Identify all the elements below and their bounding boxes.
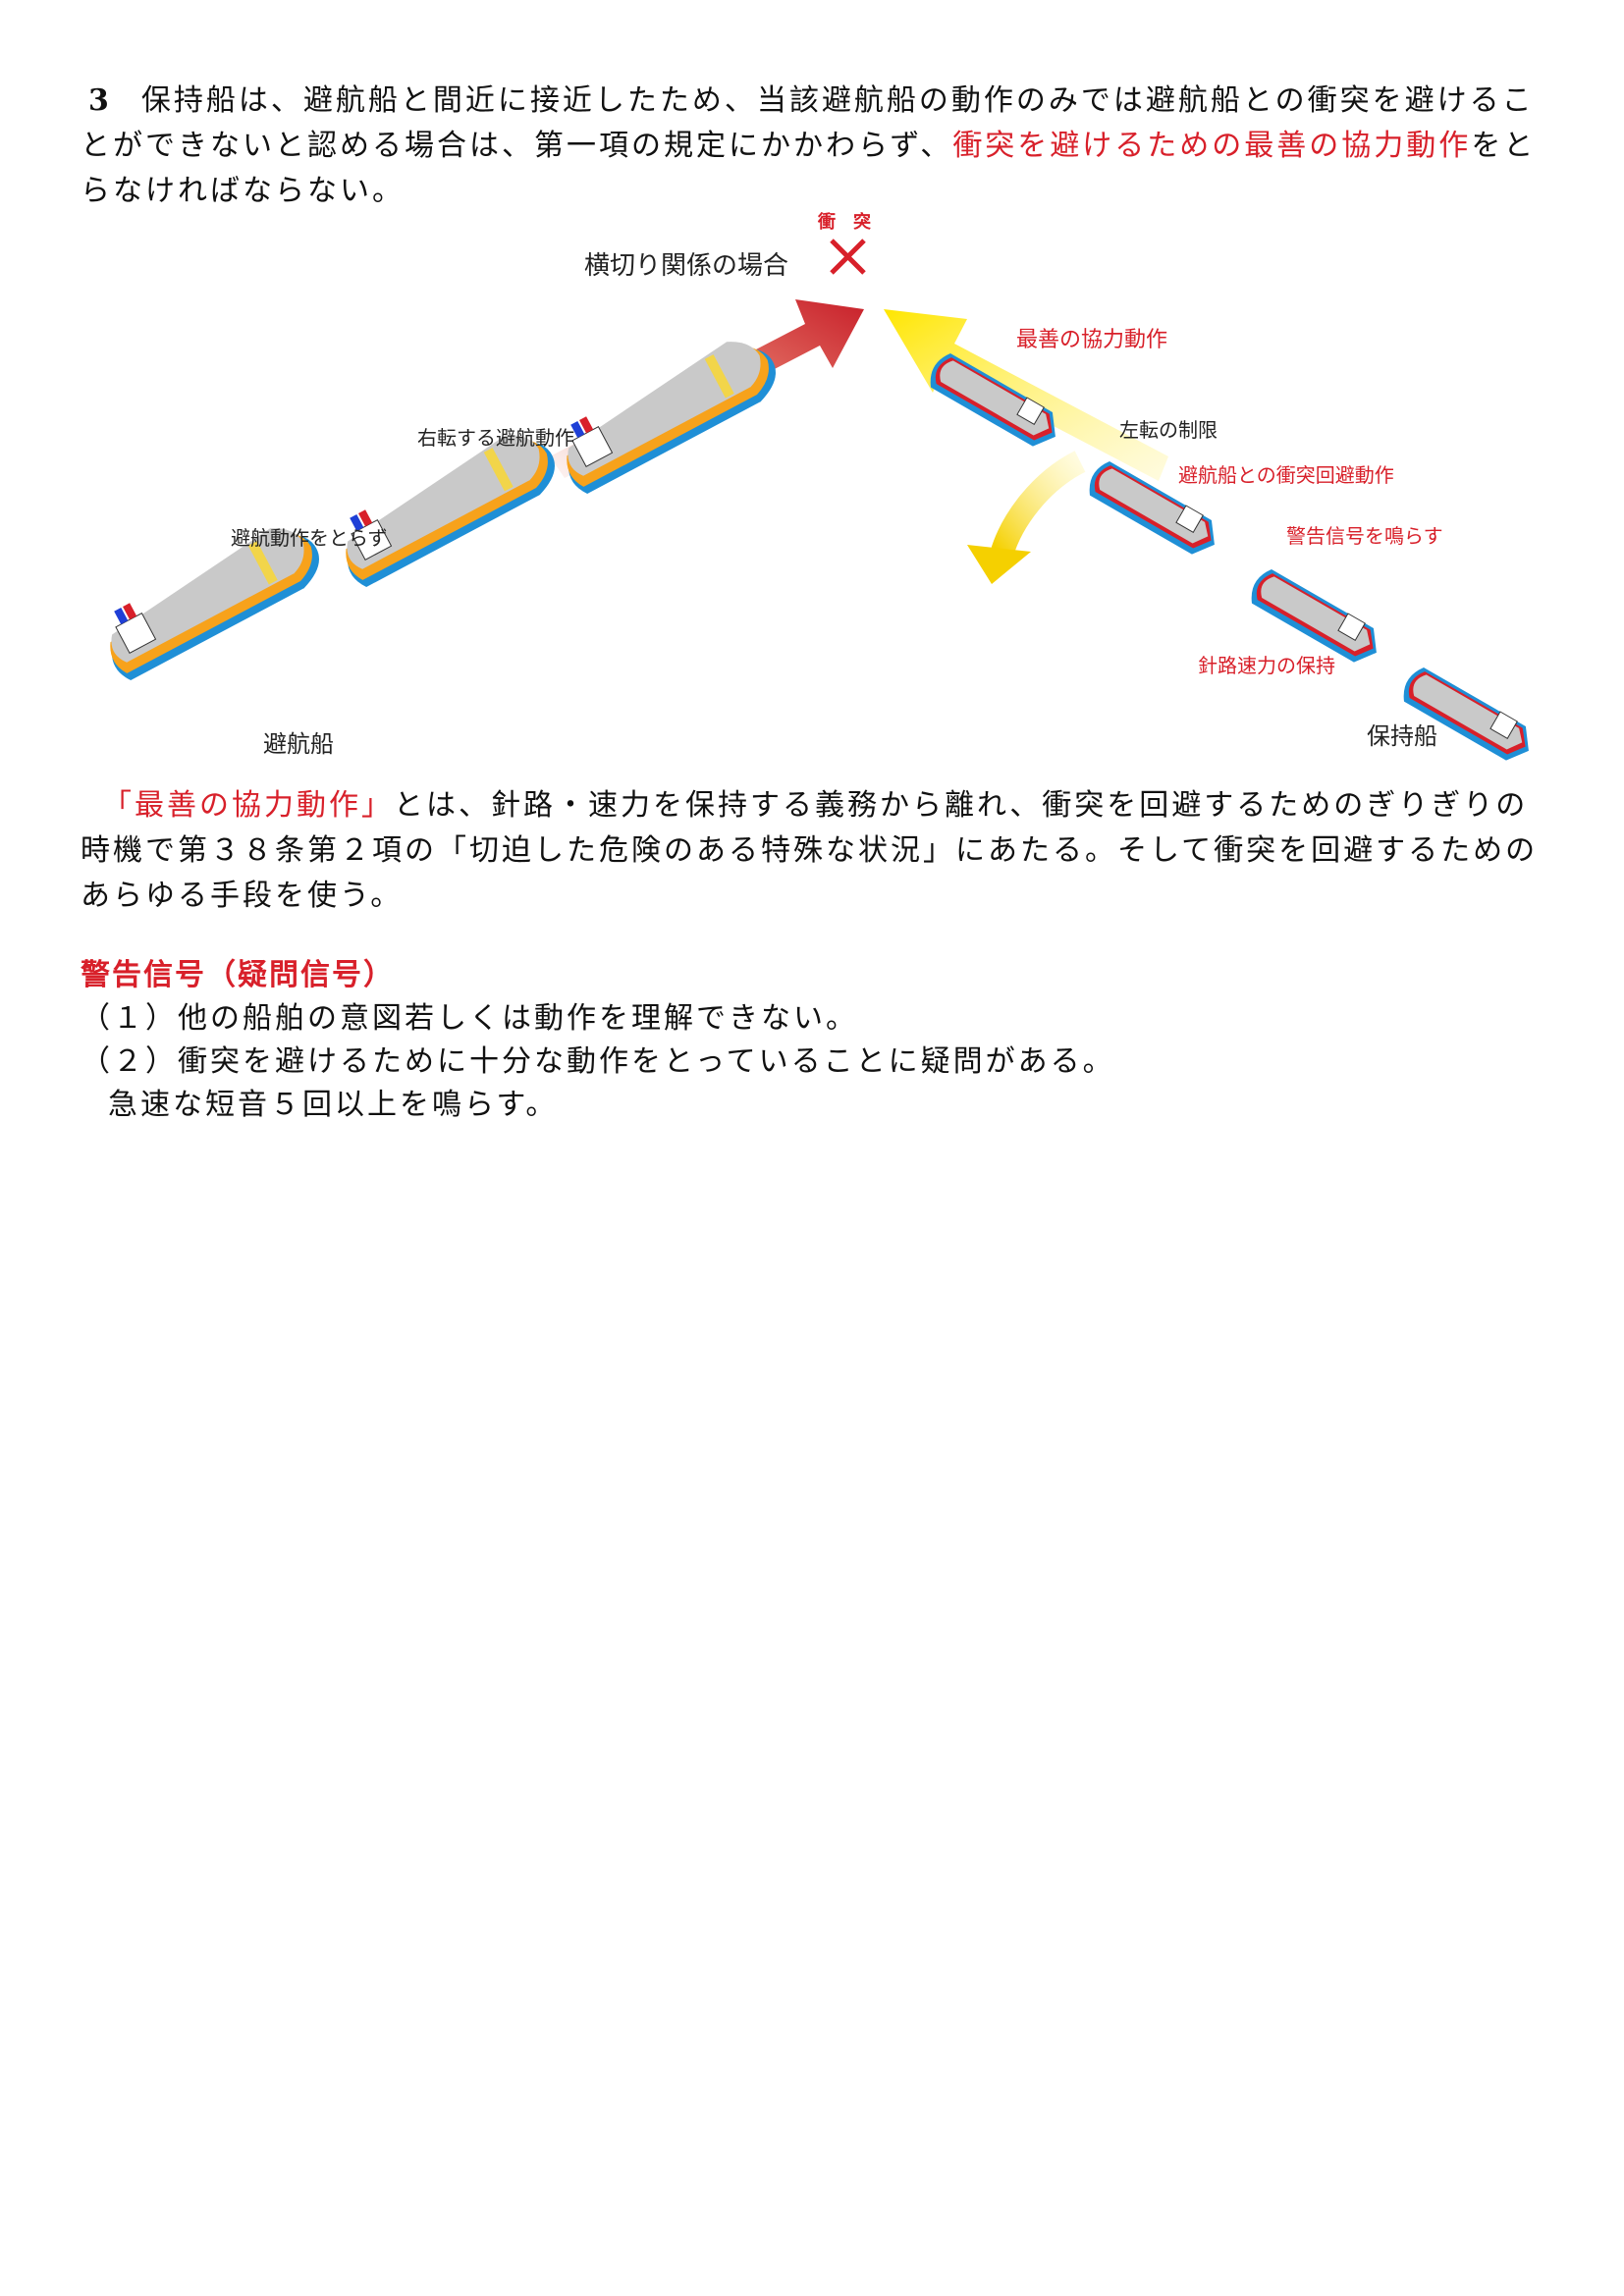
starboard-turn-label: 右転する避航動作 xyxy=(417,426,574,450)
rule-3-highlight: 衝突を避けるための最善の協力動作 xyxy=(952,129,1472,163)
explanation-highlight: 「最善の協力動作」 xyxy=(102,788,394,823)
stand-on-ship-3 xyxy=(1251,569,1377,663)
warning-note: 急速な短音５回以上を鳴らす。 xyxy=(108,1088,559,1122)
rule-number: 3 xyxy=(88,83,112,118)
stand-on-ship-2 xyxy=(1089,461,1215,555)
explanation-paragraph: 「最善の協力動作」とは、針路・速力を保持する義務から離れ、衝突を回避するためのぎ… xyxy=(81,783,1553,919)
best-action-arrow xyxy=(884,309,1168,481)
give-way-ship-3 xyxy=(567,342,776,494)
warning-signal-heading: 警告信号（疑問信号） xyxy=(81,958,395,992)
stand-on-ship-4 xyxy=(1403,667,1529,761)
warning-item-2: （２）衝突を避けるために十分な動作をとっていることに疑問がある。 xyxy=(81,1044,1115,1079)
stand-on-ship-1 xyxy=(930,353,1056,447)
no-action-label: 避航動作をとらず xyxy=(231,526,388,550)
warning-item-1: （１）他の船舶の意図若しくは動作を理解できない。 xyxy=(81,1001,858,1036)
give-way-ship-2 xyxy=(346,435,555,587)
keep-course-label: 針路速力の保持 xyxy=(1198,654,1335,677)
avoidance-curve-arrow xyxy=(990,451,1086,559)
avoidance-arrow-head xyxy=(967,545,1031,584)
port-limit-label: 左転の制限 xyxy=(1119,418,1218,442)
crossing-diagram: 横切り関係の場合 衝 突 最善の協力動作 左転の制限 避航船との衝突回避動作 警… xyxy=(0,196,1624,785)
avoid-action-label: 避航船との衝突回避動作 xyxy=(1178,463,1394,487)
give-way-ship-label: 避航船 xyxy=(263,730,334,758)
explanation-text: とは、針路・速力を保持する義務から離れ、衝突を回避するためのぎりぎりの時機で第３… xyxy=(81,788,1539,913)
stand-on-ship-label: 保持船 xyxy=(1367,722,1437,750)
diagram-title: 横切り関係の場合 xyxy=(584,251,789,281)
warning-label: 警告信号を鳴らす xyxy=(1286,524,1443,548)
best-action-label: 最善の協力動作 xyxy=(1016,328,1168,352)
collision-x-icon xyxy=(830,239,866,275)
collision-label: 衝 突 xyxy=(818,212,871,233)
rule-3-text-end: をとらなければならない。 xyxy=(81,129,1537,208)
diagram-illustration xyxy=(110,239,1529,761)
give-way-ship-1 xyxy=(110,528,319,680)
rule-3-text: 保持船は、避航船と間近に接近したため、当該避航船の動作のみでは避航船との衝突を避… xyxy=(81,83,1535,163)
